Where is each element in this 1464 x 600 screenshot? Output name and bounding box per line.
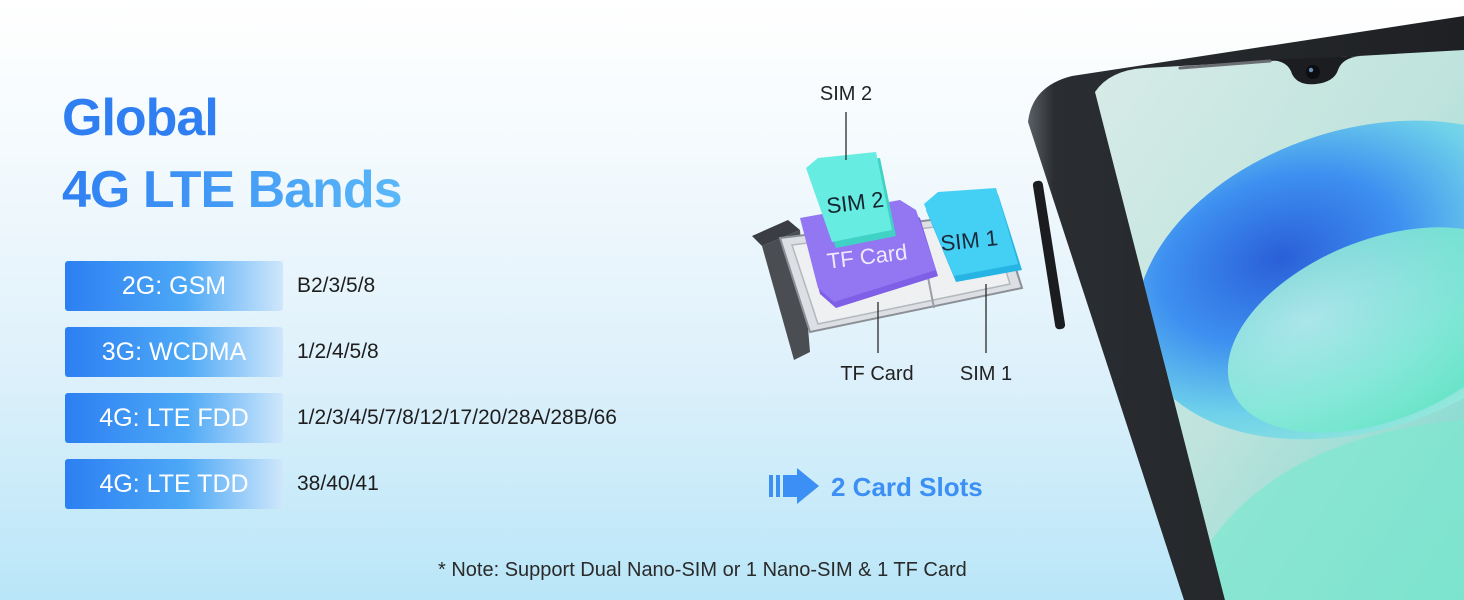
side-button: [1032, 180, 1066, 330]
sim1-card-label: SIM 1: [939, 225, 999, 256]
band-row-4g-fdd: 4G: LTE FDD 1/2/3/4/5/7/8/12/17/20/28A/2…: [65, 393, 765, 443]
band-row-2g: 2G: GSM B2/3/5/8: [65, 261, 765, 311]
band-label: 4G: LTE TDD: [65, 459, 283, 509]
band-row-3g: 3G: WCDMA 1/2/4/5/8: [65, 327, 765, 377]
speaker-grille: [1178, 59, 1272, 70]
band-value: 38/40/41: [297, 472, 379, 495]
page-title-line1: Global: [62, 89, 219, 147]
band-value: 1/2/4/5/8: [297, 340, 379, 363]
card-slots-label: 2 Card Slots: [831, 472, 983, 502]
tf-card-callout: TF Card: [840, 363, 913, 385]
band-value: B2/3/5/8: [297, 274, 376, 297]
sim2-card: SIM 2: [806, 152, 896, 248]
front-camera-icon: [1306, 65, 1320, 79]
band-label: 3G: WCDMA: [65, 327, 283, 377]
band-value: 1/2/3/4/5/7/8/12/17/20/28A/28B/66: [297, 406, 617, 429]
footnote: * Note: Support Dual Nano-SIM or 1 Nano-…: [438, 559, 967, 581]
double-chevron-arrow-icon: [769, 468, 819, 504]
sim1-callout: SIM 1: [960, 363, 1012, 385]
phone-illustration: [1028, 16, 1464, 600]
band-row-4g-tdd: 4G: LTE TDD 38/40/41: [65, 459, 765, 509]
band-label: 4G: LTE FDD: [65, 393, 283, 443]
page-title-line2: 4G LTE Bands: [62, 161, 403, 219]
card-slots-badge: 2 Card Slots: [767, 462, 1027, 510]
sim-tray-diagram: TF Card SIM 1 SIM 2 SIM 2 TF Card SIM 1: [752, 83, 1024, 385]
sim2-callout: SIM 2: [820, 83, 872, 105]
band-label: 2G: GSM: [65, 261, 283, 311]
sim1-card: SIM 1: [924, 188, 1022, 282]
